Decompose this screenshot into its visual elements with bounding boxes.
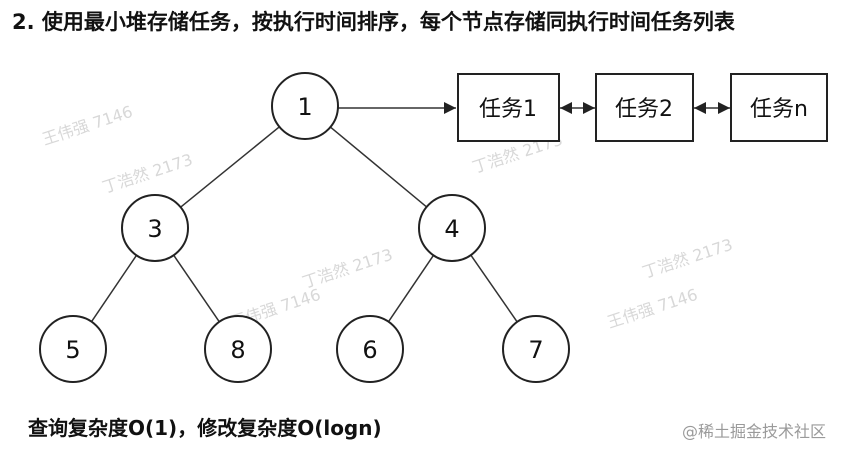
task-box-2: 任务2 bbox=[595, 73, 694, 142]
node-label: 1 bbox=[297, 93, 312, 121]
task-box-1: 任务1 bbox=[457, 73, 560, 142]
heap-node-3: 3 bbox=[121, 194, 189, 262]
task-box-n: 任务n bbox=[730, 73, 828, 142]
heap-node-1: 1 bbox=[271, 72, 339, 140]
node-label: 3 bbox=[147, 215, 162, 243]
heap-edge bbox=[173, 254, 220, 323]
node-label: 8 bbox=[230, 336, 245, 364]
heap-node-4: 4 bbox=[418, 194, 486, 262]
heap-node-7: 7 bbox=[502, 315, 570, 383]
heap-edge bbox=[387, 254, 435, 323]
complexity-note: 查询复杂度O(1)，修改复杂度O(logn) bbox=[28, 416, 382, 440]
task-label: 任务n bbox=[750, 97, 808, 122]
task-label: 任务2 bbox=[615, 97, 673, 122]
task-label: 任务1 bbox=[479, 97, 537, 122]
heap-edge bbox=[180, 126, 280, 208]
heap-node-6: 6 bbox=[336, 315, 404, 383]
node-label: 6 bbox=[362, 336, 377, 364]
heap-edge bbox=[329, 126, 428, 208]
node-label: 4 bbox=[444, 215, 459, 243]
heap-node-5: 5 bbox=[39, 315, 107, 383]
heap-edges bbox=[90, 126, 518, 323]
heap-edge bbox=[470, 254, 518, 323]
heap-edge bbox=[90, 254, 138, 323]
diagram-title: 2. 使用最小堆存储任务，按执行时间排序，每个节点存储同执行时间任务列表 bbox=[12, 10, 735, 34]
node-label: 5 bbox=[65, 336, 80, 364]
node-label: 7 bbox=[528, 336, 543, 364]
source-credit: @稀土掘金技术社区 bbox=[681, 422, 826, 441]
heap-node-8: 8 bbox=[204, 315, 272, 383]
